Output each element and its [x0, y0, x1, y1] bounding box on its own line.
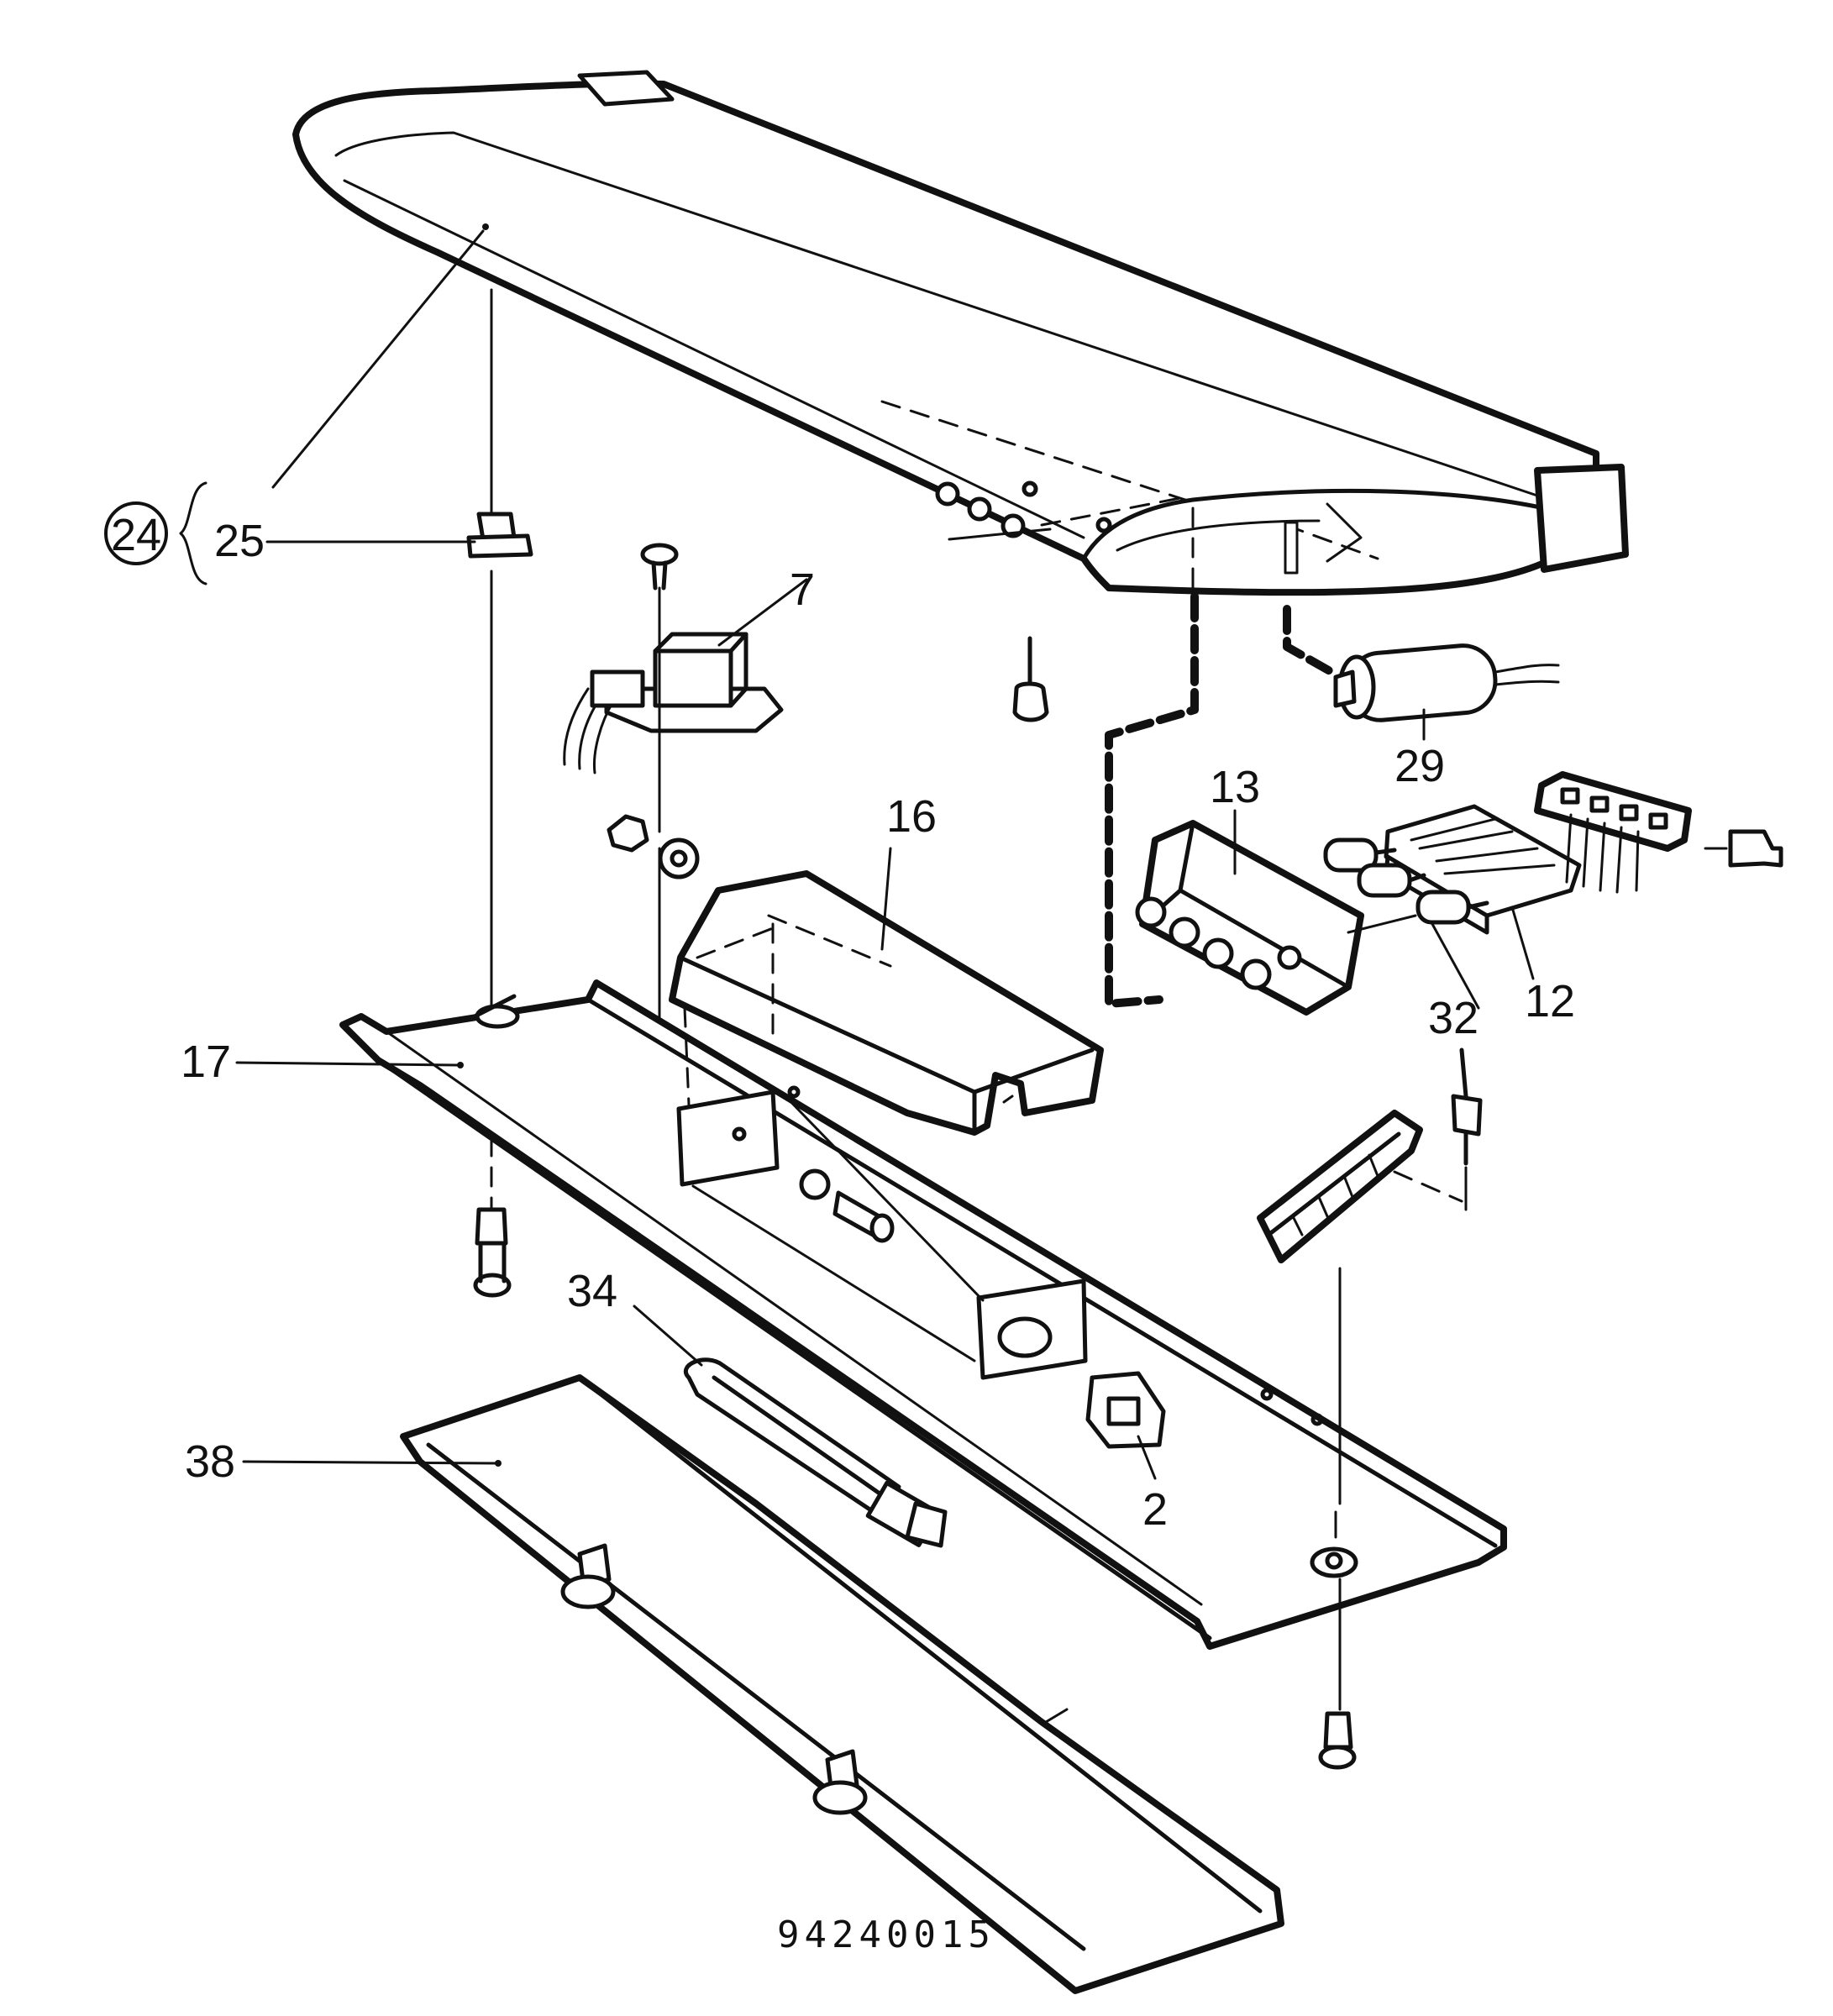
cover-part-16	[669, 870, 1104, 1136]
transformer-part-7	[563, 632, 784, 774]
washer-bracket	[799, 1168, 831, 1200]
callout-2: 2	[1142, 1484, 1168, 1535]
diffuser-part-38	[400, 1374, 1284, 1994]
screw-top-7	[640, 543, 679, 591]
capacitor-part-29	[1333, 643, 1560, 722]
lamp-part-34	[683, 1357, 948, 1548]
screw-center	[1012, 636, 1049, 722]
plug-parts-32	[1323, 837, 1489, 1010]
rivet	[1451, 1047, 1483, 1211]
screw-bracket	[832, 1190, 895, 1243]
callout-32: 32	[1428, 993, 1478, 1043]
clip-part-25	[466, 512, 533, 559]
starter-board-part-12	[1384, 804, 1582, 935]
nut-small	[607, 814, 649, 853]
leader-25-housing	[271, 229, 485, 489]
callout-29: 29	[1394, 741, 1445, 791]
callout-17: 17	[181, 1037, 231, 1087]
base-tray-part-17	[339, 979, 1507, 1650]
screw-bottom-left	[473, 1207, 512, 1298]
connector-part-13	[1135, 820, 1417, 1016]
callout-13: 13	[1210, 762, 1260, 812]
callout-25: 25	[214, 516, 265, 566]
top-housing	[292, 70, 1629, 598]
svg-text:24: 24	[111, 510, 161, 560]
socket-part-2	[1085, 1371, 1166, 1480]
connector-pin	[1704, 829, 1783, 868]
wire-harness-dashed	[1105, 592, 1199, 1008]
callout-16: 16	[886, 791, 937, 842]
callout-7: 7	[790, 564, 815, 615]
callout-34: 34	[567, 1266, 617, 1316]
terminal-block-lower	[1257, 1110, 1463, 1505]
terminal-block-top	[1534, 771, 1692, 894]
screw-bottom-right	[1318, 1510, 1357, 1770]
callout-38: 38	[185, 1436, 235, 1487]
document-code: 94240015	[777, 1914, 995, 1956]
washer-toothed	[658, 837, 700, 879]
callout-24: 24	[104, 481, 207, 585]
callout-12: 12	[1525, 976, 1575, 1026]
